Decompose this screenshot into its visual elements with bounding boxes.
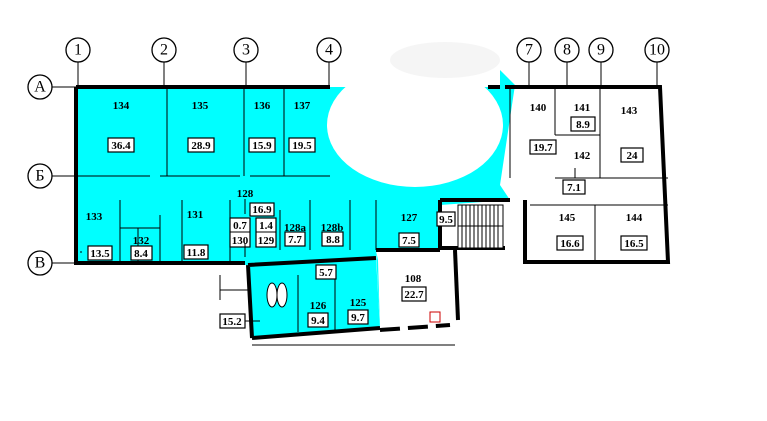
room-number: 135: [192, 100, 209, 112]
axis-label: 10: [649, 42, 665, 59]
room-number: 137: [294, 100, 311, 112]
room-area: 24: [627, 150, 639, 162]
room-number: 133: [86, 211, 103, 223]
axis-label: В: [35, 255, 46, 272]
axis-label: А: [34, 79, 46, 96]
room-number: 134: [113, 100, 130, 112]
room-number: 125: [350, 297, 367, 309]
room-area: 22.7: [404, 289, 424, 301]
staircase: [457, 204, 504, 249]
room-area: 1.4: [259, 220, 273, 232]
corridor-annex-area: 5.7: [319, 267, 333, 279]
room-area: 36.4: [111, 140, 131, 152]
room-number: 143: [621, 105, 638, 117]
room-area: 7.7: [288, 234, 302, 246]
room-numbers: 134 135 136 137 140 141 142 143 128 133 …: [86, 100, 643, 312]
room-number: 132: [133, 235, 150, 247]
room-number: 144: [626, 212, 643, 224]
room-area: 19.5: [292, 140, 312, 152]
room-area: 13.5: [90, 248, 110, 260]
room-area: 0.7: [233, 220, 247, 232]
room-areas: 36.4 28.9 15.9 19.5 19.7 8.9 7.1 24 16.9…: [87, 116, 648, 329]
partitions: [76, 87, 668, 346]
highlighted-area: [76, 42, 515, 338]
room-number: 130: [232, 235, 249, 247]
room-number: 131: [187, 209, 204, 221]
room-number: 140: [530, 102, 547, 114]
leader-arrows: [244, 168, 576, 322]
room-area: 16.6: [560, 238, 580, 250]
axis-lines: [52, 62, 658, 264]
room-area: 16.5: [624, 238, 644, 250]
room-number: 129: [258, 235, 275, 247]
room-number: 136: [254, 100, 271, 112]
axis-label: Б: [35, 168, 44, 185]
toilet-area: 15.2: [222, 316, 242, 328]
room-number: 108: [405, 273, 422, 285]
room-number: 145: [559, 212, 576, 224]
room-number: 141: [574, 102, 591, 114]
axis-label: 4: [325, 42, 333, 59]
axis-label: 2: [160, 42, 168, 59]
room-number: 127: [401, 212, 418, 224]
walls: [74, 85, 671, 340]
room-area: 15.9: [252, 140, 272, 152]
cloud-blank: [327, 63, 503, 187]
room-area: 8.4: [134, 248, 148, 260]
room-area: 9.4: [311, 315, 325, 327]
room-area: 28.9: [191, 140, 211, 152]
axis-label: 3: [242, 42, 250, 59]
room-area: 7.1: [567, 182, 581, 194]
room-number: 142: [574, 150, 591, 162]
room-area: 8.9: [576, 119, 590, 131]
axis-markers: 1 2 3 4 7 8 9 10 А Б В: [27, 37, 670, 276]
room-number: 126: [310, 300, 327, 312]
room-number: 128b: [321, 222, 344, 234]
room-area: 7.5: [402, 235, 416, 247]
room-number: 128a: [284, 222, 307, 234]
axis-label: 7: [525, 42, 533, 59]
toilet-fixtures-icon: [266, 282, 288, 308]
axis-label: 1: [74, 42, 82, 59]
axis-label: 8: [563, 42, 571, 59]
room-area: 11.8: [187, 247, 206, 259]
room-area: 19.7: [533, 142, 553, 154]
fixture-icon: [429, 311, 441, 323]
axis-label: 9: [597, 42, 605, 59]
stair-landing-area: 9.5: [439, 214, 453, 226]
room-area: 9.7: [351, 312, 365, 324]
room-number: 128: [237, 188, 254, 200]
room-area: 8.8: [326, 234, 340, 246]
room-area: 16.9: [252, 204, 272, 216]
